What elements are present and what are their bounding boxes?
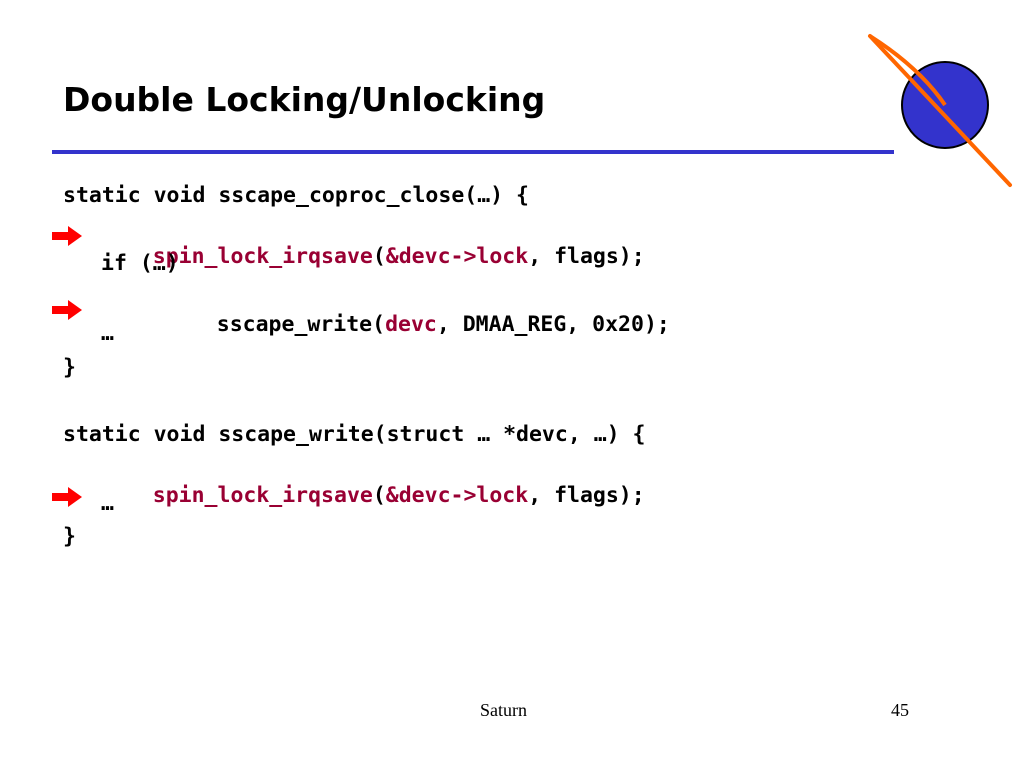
code-line: … <box>101 321 114 346</box>
title-divider <box>52 150 894 154</box>
function-name: spin_lock_irqsave <box>152 244 373 269</box>
code-line: } <box>63 355 76 380</box>
right-arrow-icon <box>52 300 82 320</box>
code-text: , DMAA_REG, 0x20); <box>436 312 670 337</box>
devc-argument: devc <box>385 312 437 337</box>
code-text: , flags); <box>528 244 645 269</box>
code-line: spin_lock_irqsave(&devc->lock, flags); <box>101 457 645 535</box>
right-arrow-icon <box>52 487 82 507</box>
saturn-logo-icon <box>868 34 1012 187</box>
right-arrow-icon <box>52 226 82 246</box>
code-text: , flags); <box>528 483 645 508</box>
function-name: spin_lock_irqsave <box>152 483 373 508</box>
footer-text: Saturn <box>480 700 527 720</box>
slide-title: Double Locking/Unlocking <box>63 80 546 119</box>
code-text: ( <box>372 244 386 269</box>
code-line: if (…) <box>101 251 179 276</box>
code-line: static void sscape_write(struct … *devc,… <box>63 422 646 447</box>
page-number: 45 <box>891 700 909 720</box>
lock-argument: &devc->lock <box>385 244 529 269</box>
code-line: … <box>101 491 114 516</box>
code-line: sscape_write(devc, DMAA_REG, 0x20); <box>165 286 670 364</box>
function-name: sscape_write( <box>216 312 386 337</box>
code-line: spin_lock_irqsave(&devc->lock, flags); <box>101 218 645 296</box>
code-text: ( <box>372 483 386 508</box>
lock-argument: &devc->lock <box>385 483 529 508</box>
code-line: } <box>63 524 76 549</box>
code-line: static void sscape_coproc_close(…) { <box>63 183 529 208</box>
